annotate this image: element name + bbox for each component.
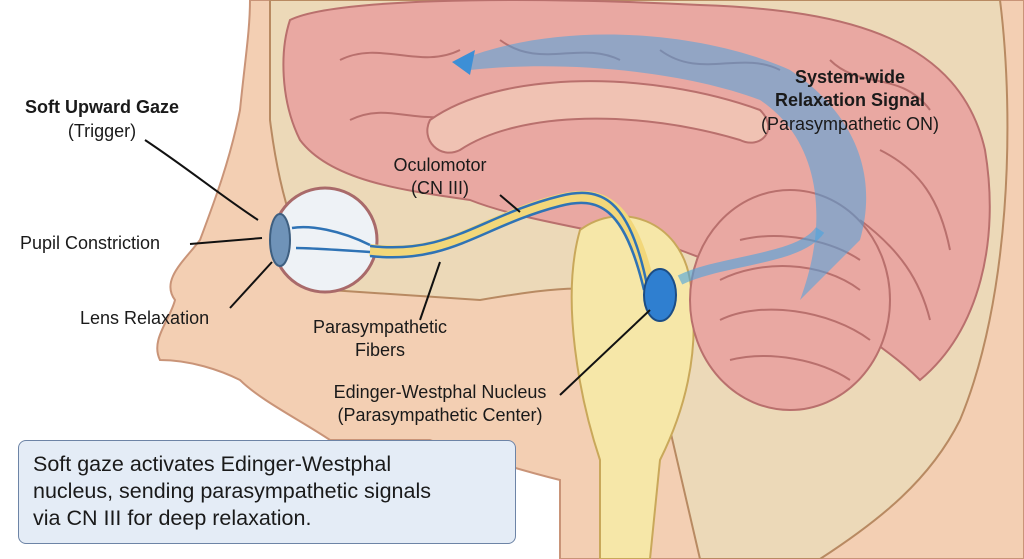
nucleus-pointer xyxy=(559,309,651,396)
signal-arrowhead xyxy=(452,50,475,75)
oculomotor-pointer xyxy=(499,194,521,213)
oculomotor-label: Oculomotor xyxy=(393,155,487,175)
pupil-label: Pupil Constriction xyxy=(20,233,161,253)
oculomotor-sublabel: (CN III) xyxy=(411,178,469,198)
edinger-westphal-nucleus xyxy=(643,268,677,322)
nucleus-sublabel: (Parasympathetic Center) xyxy=(337,405,543,425)
lens-arrow xyxy=(229,261,273,309)
signal-label-2: Relaxation Signal xyxy=(774,90,926,110)
fibers-label: Parasympathetic xyxy=(312,317,448,337)
signal-sublabel: (Parasympathetic ON) xyxy=(760,114,940,134)
trigger-sublabel: (Trigger) xyxy=(67,121,137,141)
relaxation-signal xyxy=(460,34,867,301)
trigger-label: Soft Upward Gaze xyxy=(24,97,180,117)
pupil-arrow xyxy=(189,237,263,245)
note-line-3: via CN III for deep relaxation. xyxy=(33,506,312,530)
fibers-pointer xyxy=(419,261,441,321)
cornea-icon xyxy=(269,213,291,267)
note-line-1: Soft gaze activates Edinger-Westphal xyxy=(33,452,392,476)
lens-label: Lens Relaxation xyxy=(80,308,210,328)
summary-note: Soft gaze activates Edinger-Westphal nuc… xyxy=(18,440,516,544)
corpus-callosum xyxy=(426,80,770,154)
fibers-label-2: Fibers xyxy=(354,340,405,360)
nucleus-label: Edinger-Westphal Nucleus xyxy=(333,382,547,402)
trigger-arrow xyxy=(144,139,259,221)
signal-label: System-wide xyxy=(794,67,906,87)
note-line-2: nucleus, sending parasympathetic signals xyxy=(33,479,431,503)
